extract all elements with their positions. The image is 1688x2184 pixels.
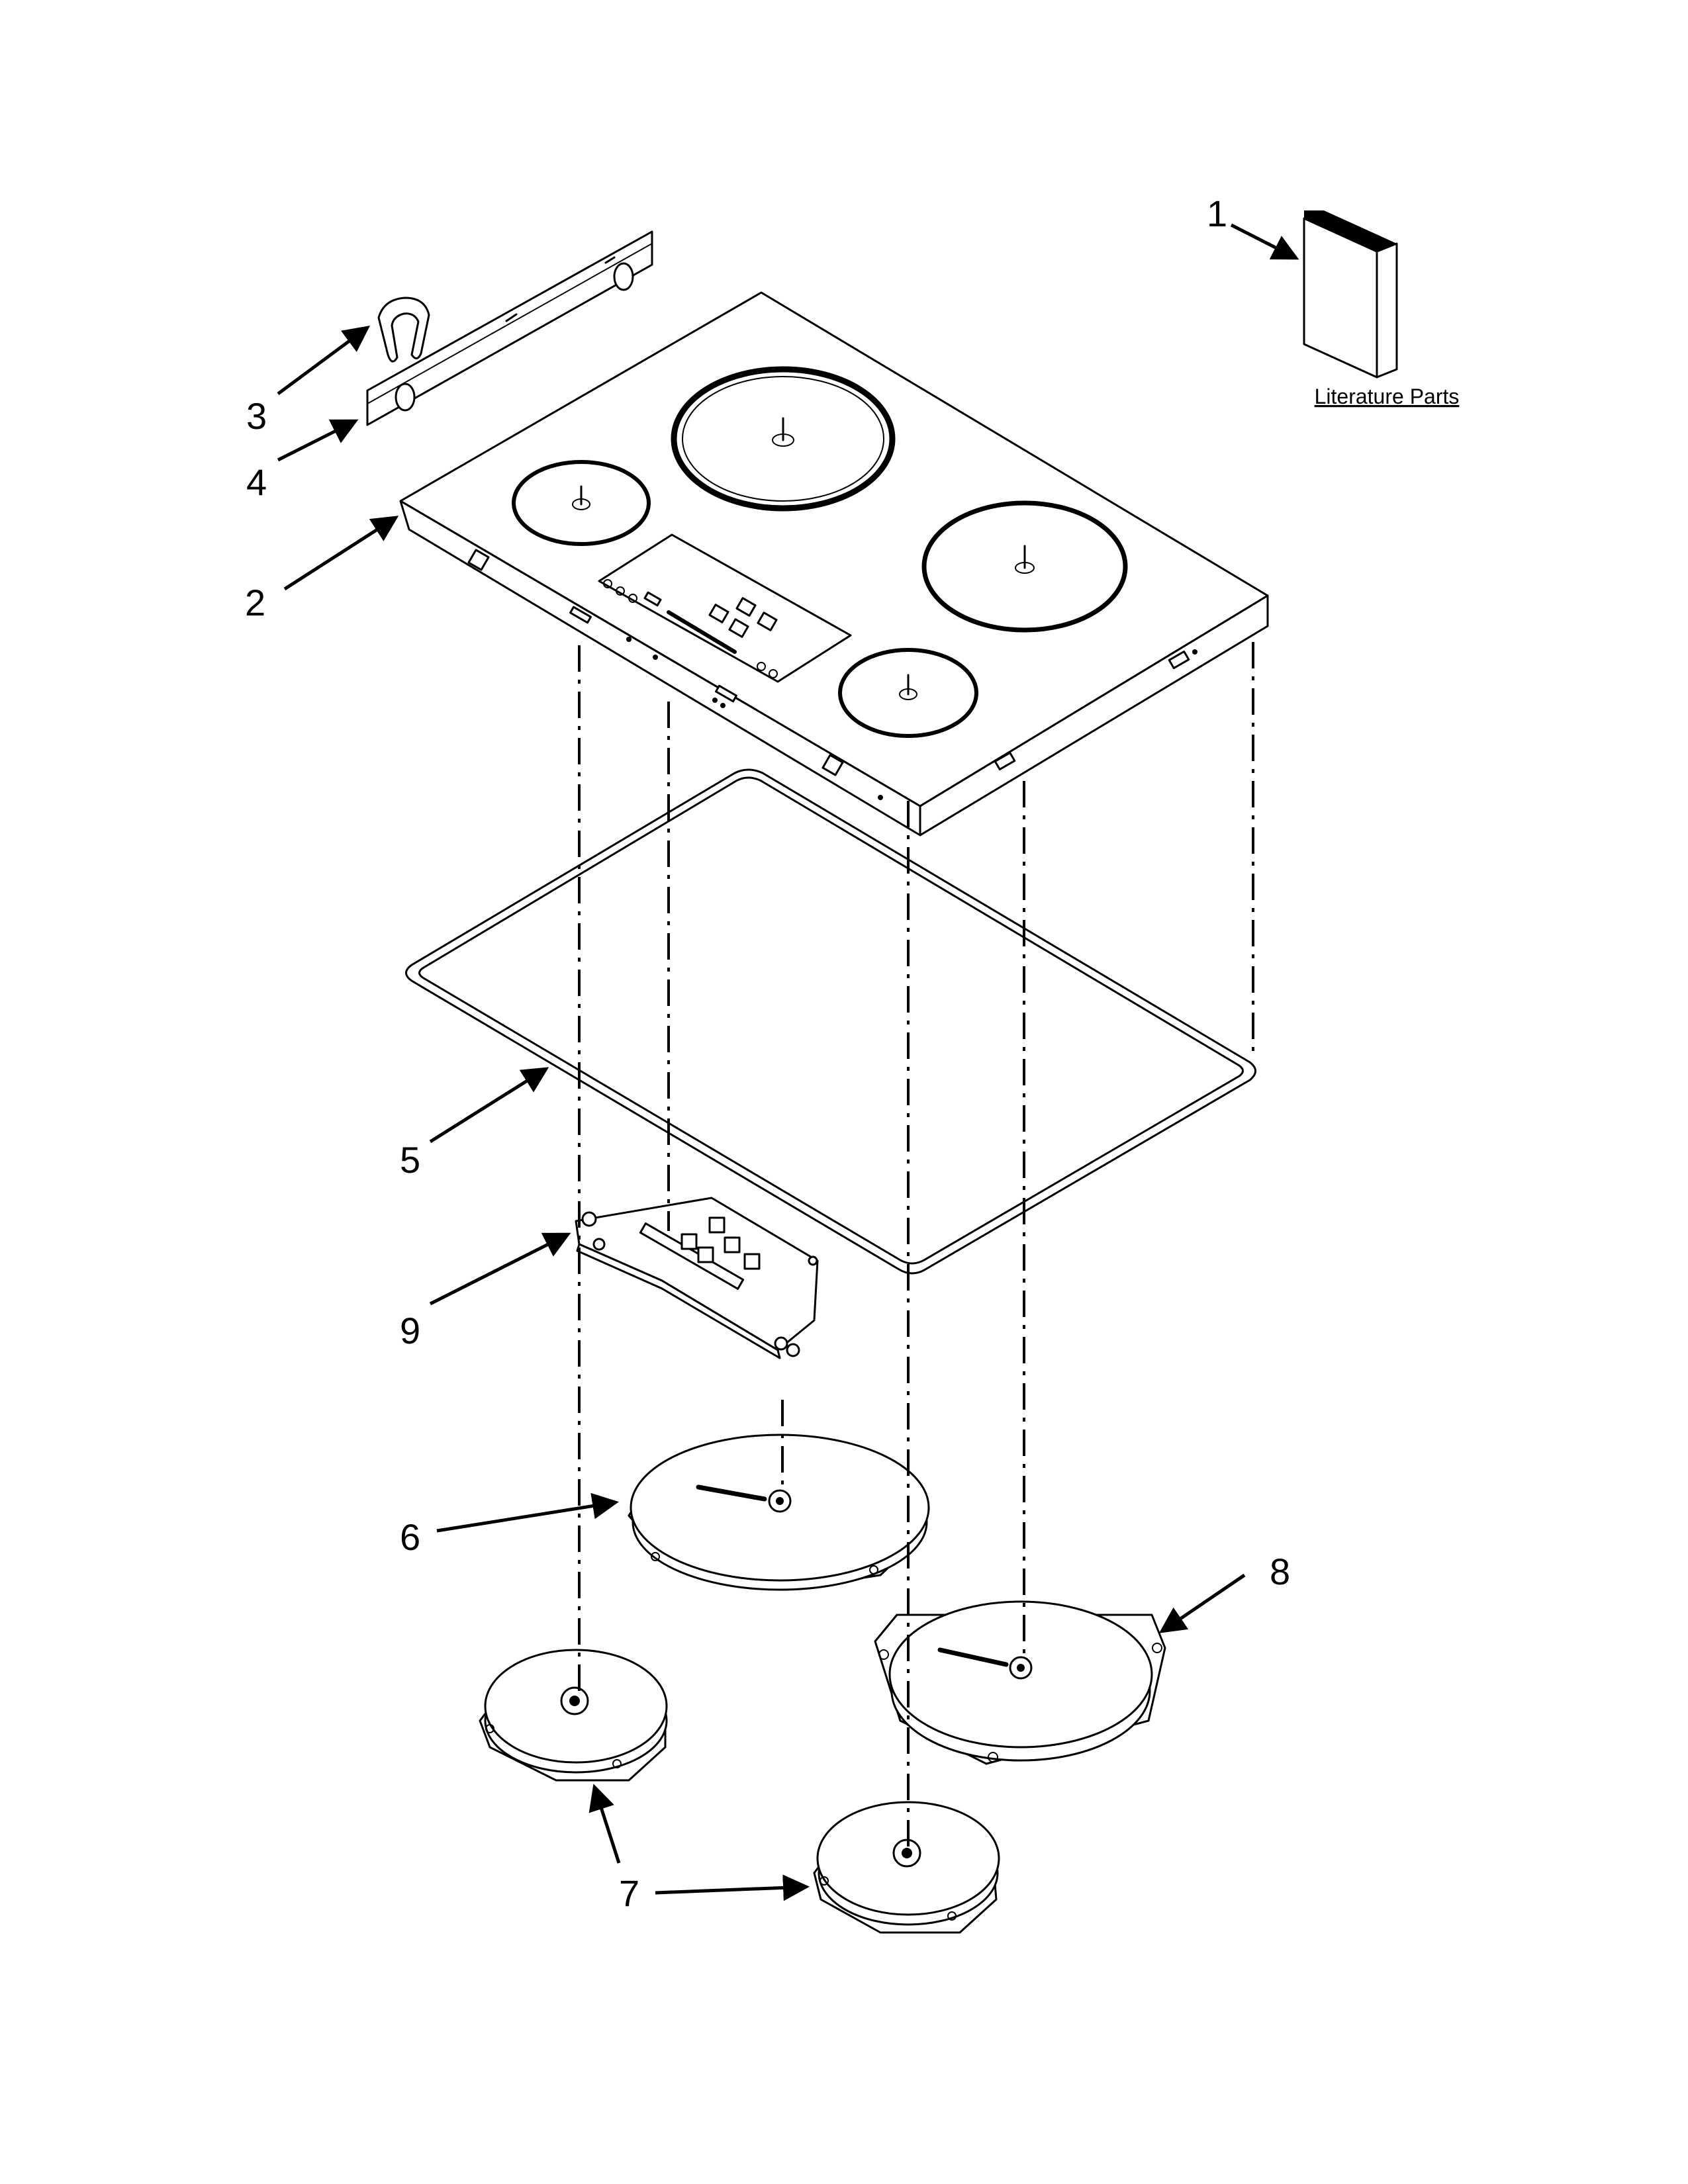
right-element [874,1600,1166,1765]
callout-7: 7 [619,1872,639,1914]
callout-2: 2 [245,582,265,623]
callout-5: 5 [400,1139,420,1181]
control-board [575,1197,819,1359]
center-lines [578,642,1254,1846]
small-element-left [479,1649,668,1782]
gasket [405,768,1256,1275]
leader-arrows [277,223,1299,1901]
bracket-clip [377,296,430,363]
literature-parts-label: Literature Parts [1315,385,1460,408]
callout-9: 9 [400,1310,420,1351]
cooktop-glass [399,291,1269,837]
callout-6: 6 [400,1516,420,1558]
mounting-bracket [366,230,653,426]
callout-8: 8 [1270,1551,1290,1592]
literature-booklet [1303,210,1398,379]
large-element [628,1433,930,1591]
callout-1: 1 [1207,193,1227,234]
callout-3: 3 [246,395,267,437]
callouts: 1 2 3 4 5 9 6 8 7 [245,193,1290,1914]
callout-4: 4 [246,461,267,503]
small-element-right [813,1801,1000,1934]
